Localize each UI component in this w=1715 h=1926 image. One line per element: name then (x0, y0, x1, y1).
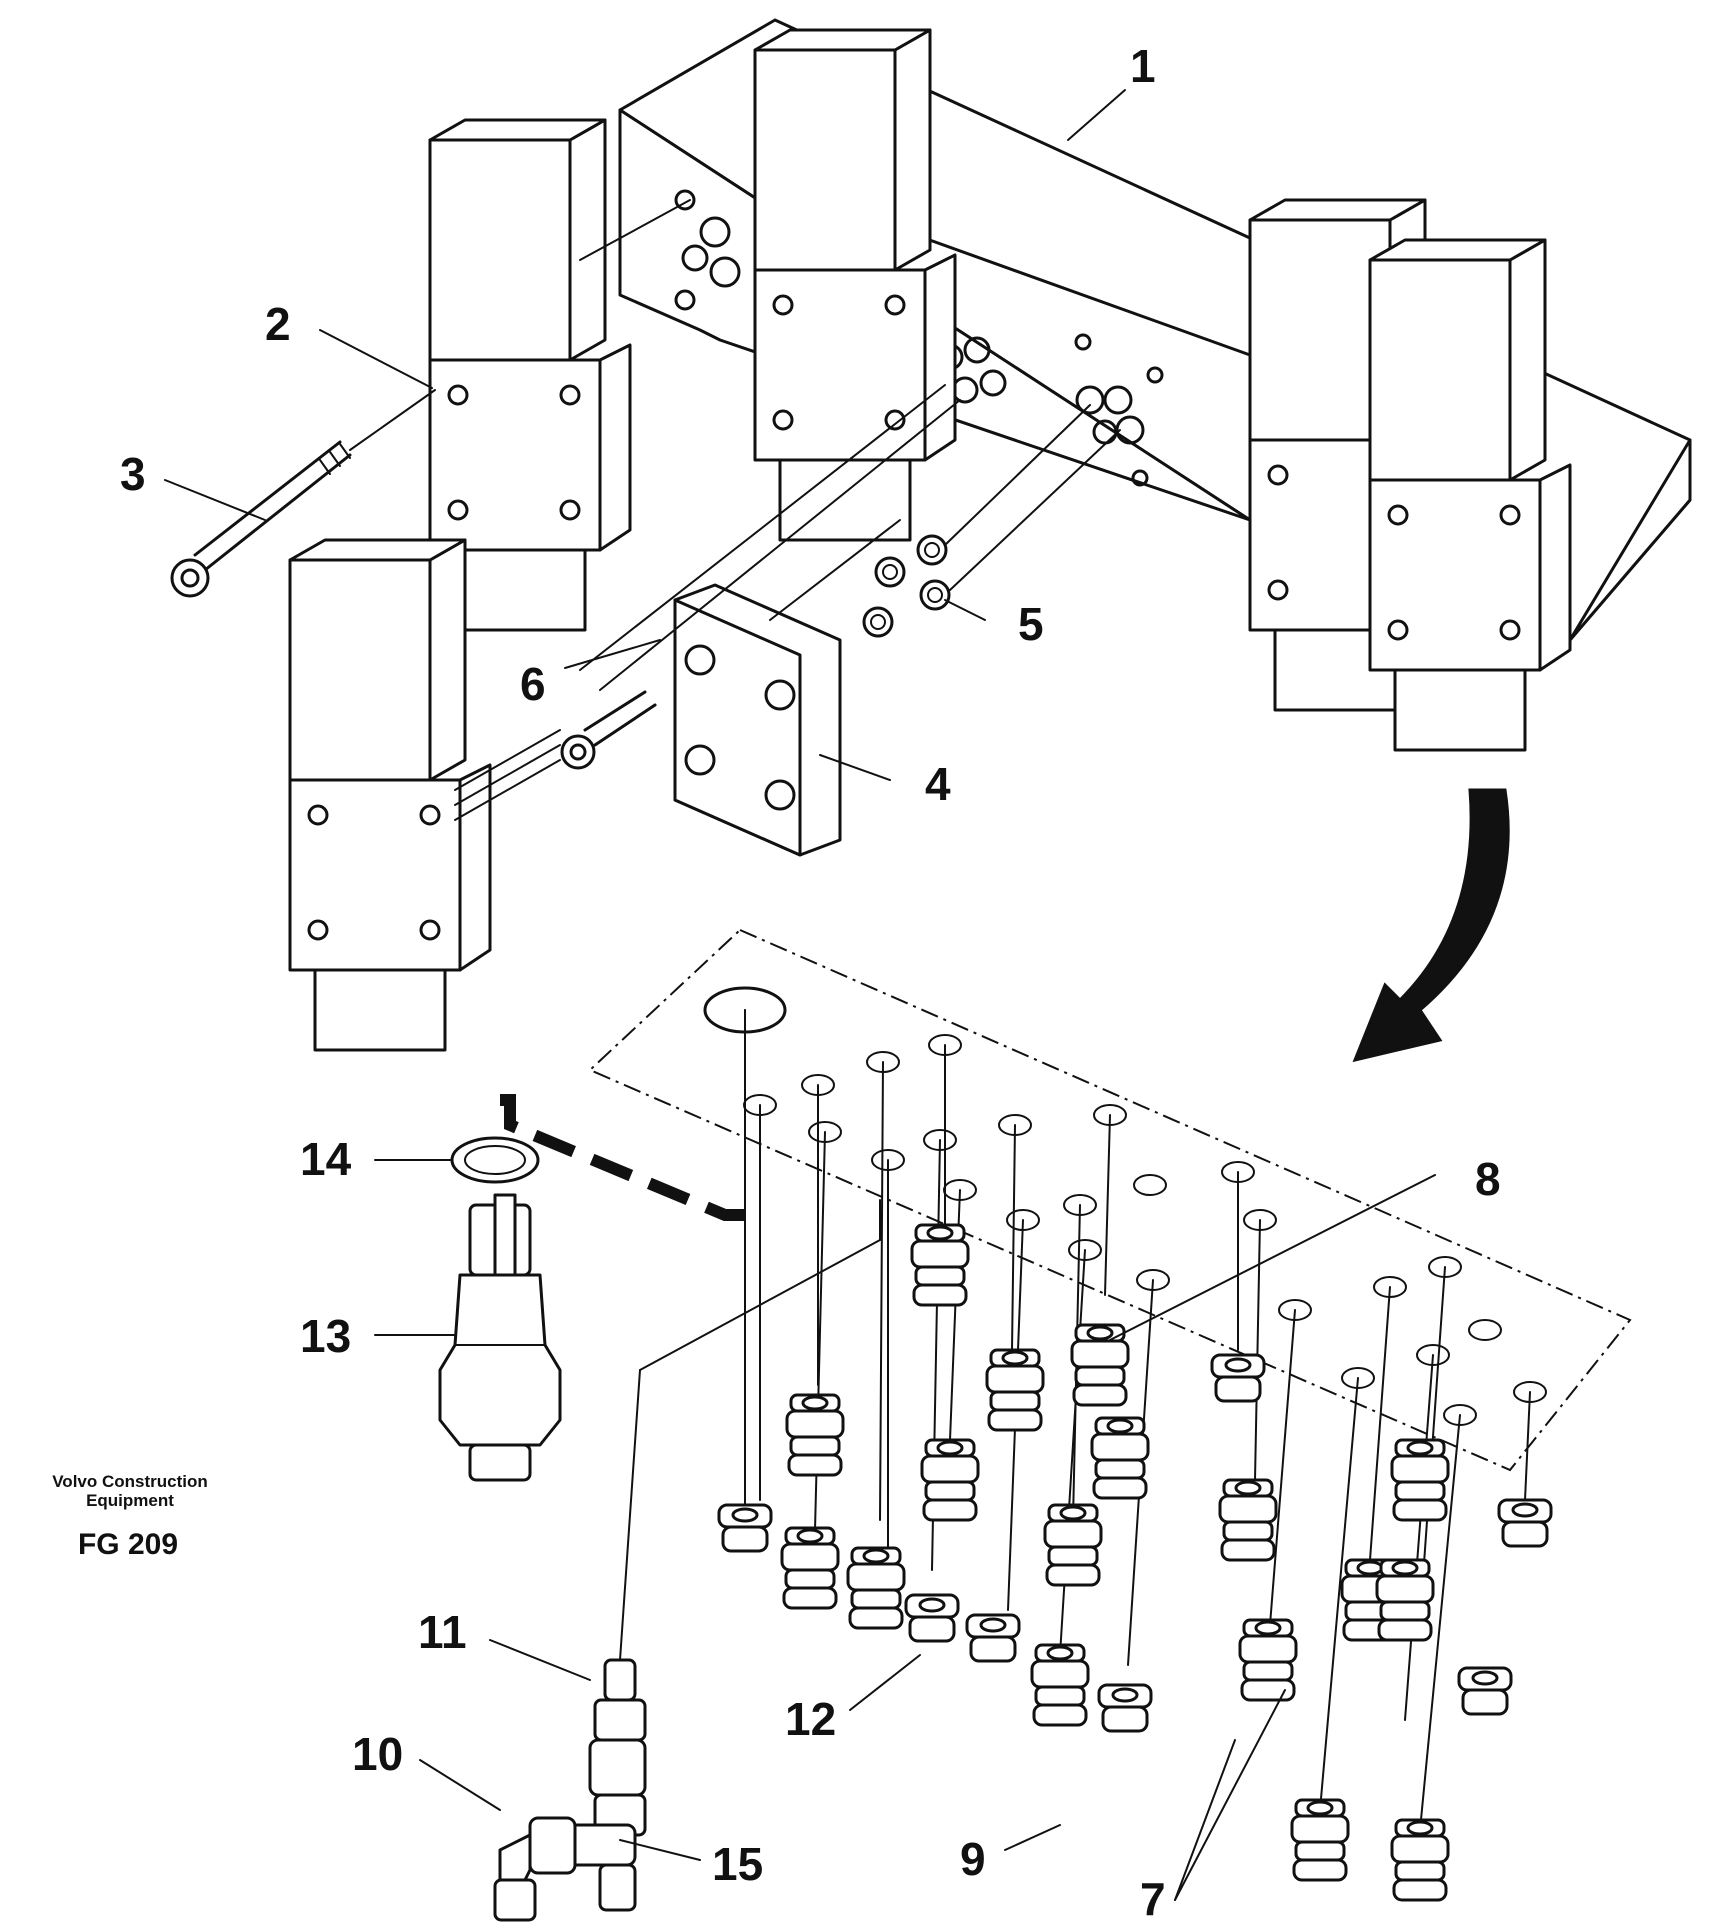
callout-15: 15 (712, 1838, 763, 1890)
callout-leaders (164, 89, 1436, 1901)
mounting-plate-outline (588, 928, 1632, 1472)
bolt (170, 389, 436, 598)
callout-14: 14 (300, 1133, 352, 1185)
callout-1: 1 (1130, 40, 1156, 92)
brand-caption: Volvo Construction Equipment (20, 1472, 240, 1510)
callout-5: 5 (1018, 598, 1044, 650)
tee-fitting (493, 1199, 881, 1922)
callout-4: 4 (925, 758, 951, 810)
assembly-lines (454, 199, 961, 821)
bolt (560, 690, 657, 770)
callout-11: 11 (418, 1606, 467, 1658)
callout-6: 6 (520, 658, 546, 710)
callout-13: 13 (300, 1310, 351, 1362)
cover-plate (673, 583, 842, 857)
callout-7: 7 (1140, 1873, 1166, 1925)
callout-2: 2 (265, 298, 291, 350)
callout-12: 12 (785, 1693, 836, 1745)
solenoid-valve (753, 28, 957, 542)
pressure-switch (438, 1136, 562, 1482)
callout-8: 8 (1475, 1153, 1501, 1205)
callout-3: 3 (120, 448, 146, 500)
fitting-lead-lines (744, 1009, 1531, 1831)
brand-line-1: Volvo Construction (52, 1472, 208, 1491)
figure-code: FG 209 (77, 1528, 179, 1561)
o-rings (862, 404, 1121, 638)
solenoid-valve (288, 538, 492, 1052)
curved-arrow (1352, 788, 1510, 1063)
callout-10: 10 (352, 1728, 403, 1780)
callout-labels: 1 2 3 4 5 6 7 8 9 10 11 12 13 14 15 (120, 40, 1501, 1925)
callout-9: 9 (960, 1833, 986, 1885)
switch-lead-dashed (500, 1094, 745, 1221)
solenoid-valve (1368, 238, 1572, 752)
brand-line-2: Equipment (86, 1491, 174, 1510)
